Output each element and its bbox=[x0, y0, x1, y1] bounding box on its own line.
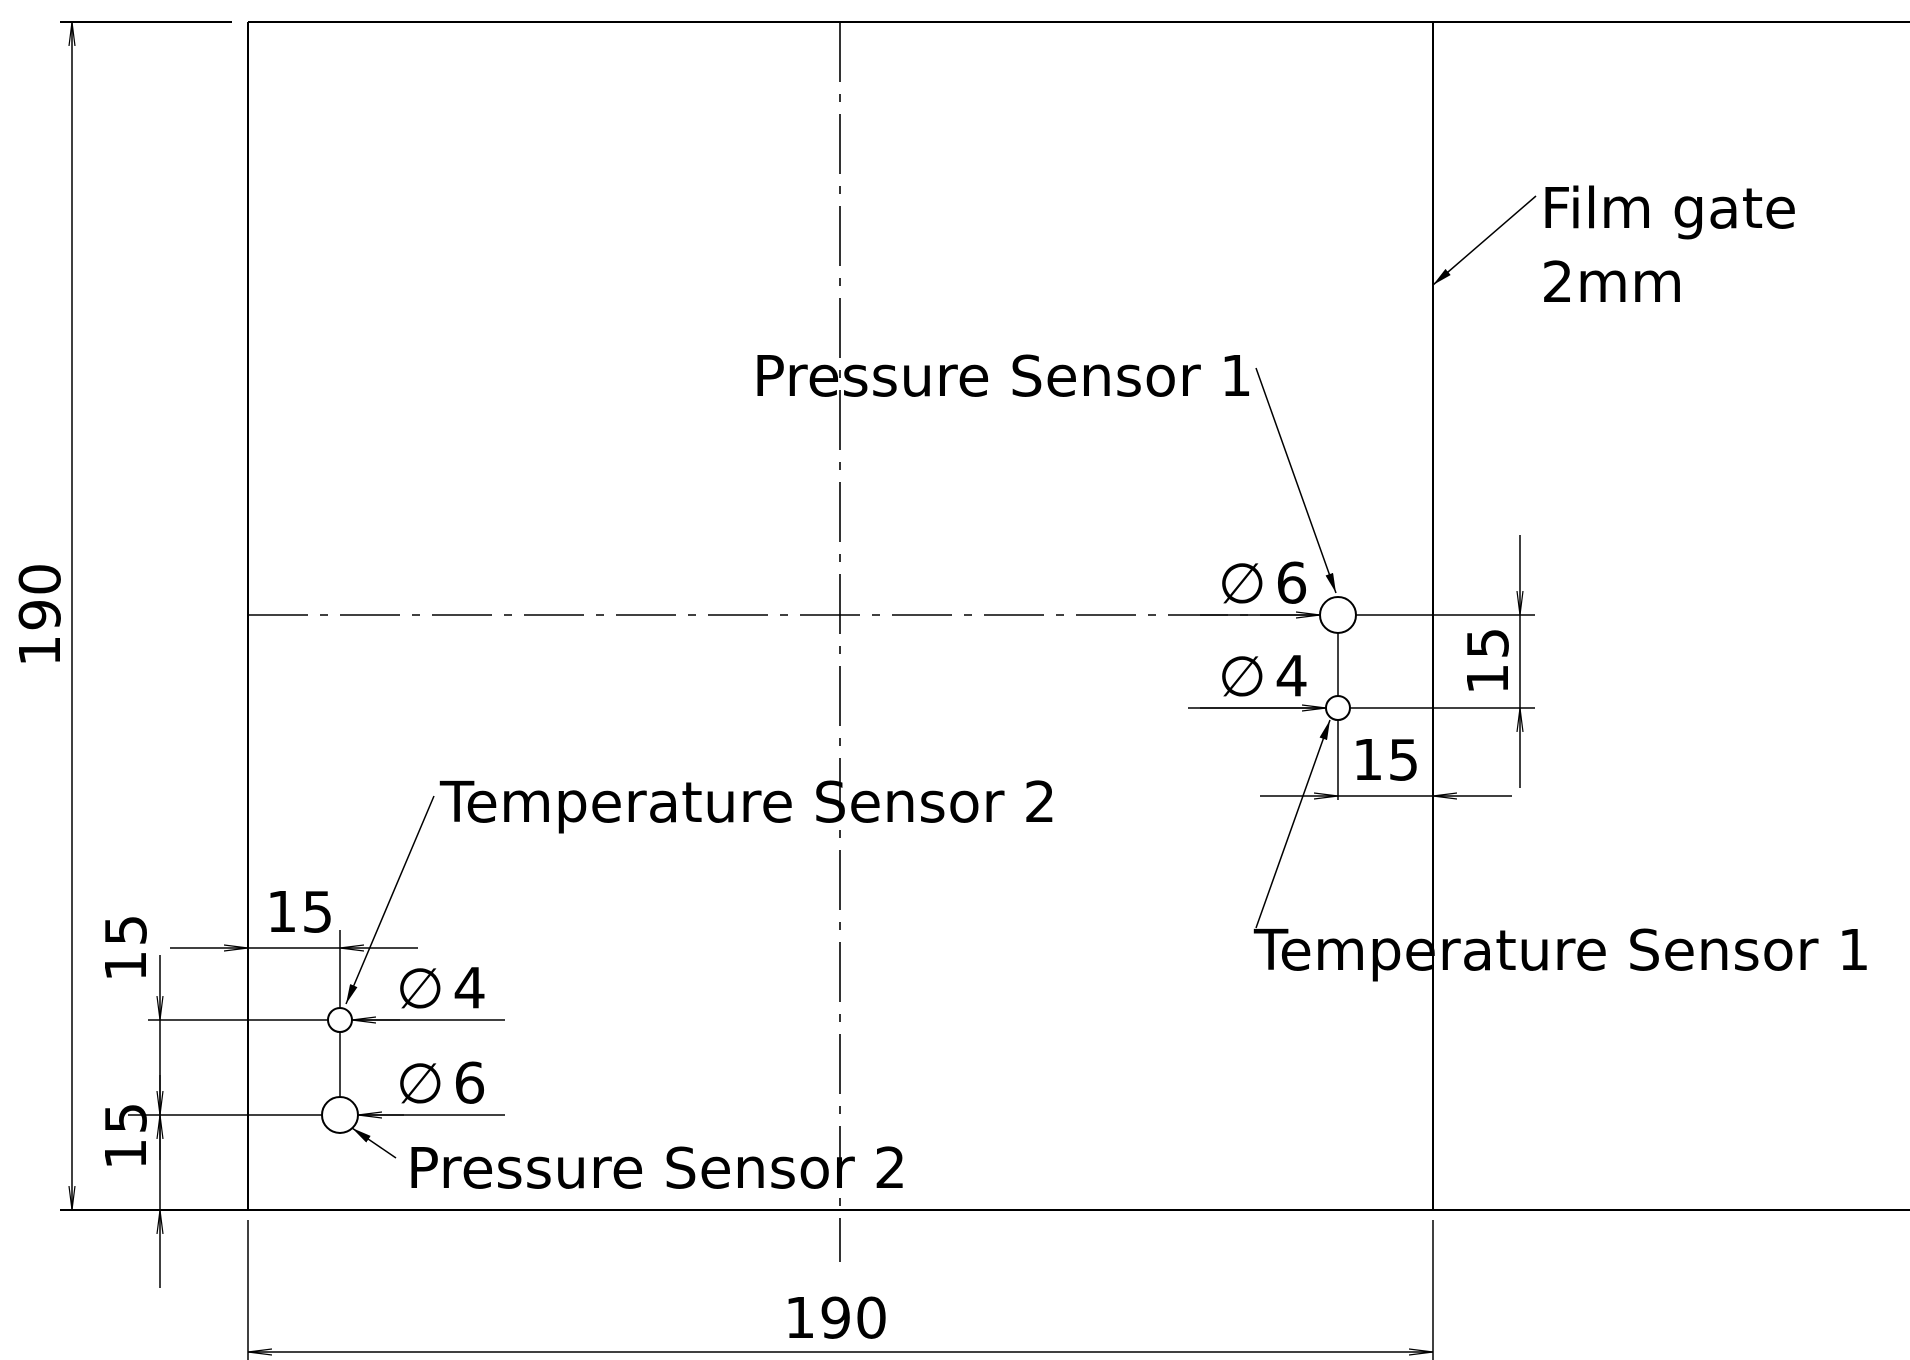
left-horizontal-offset-text: 15 bbox=[264, 881, 335, 946]
plate-outline bbox=[60, 21, 1910, 1211]
ts1-diameter-symbol: ∅ bbox=[1218, 645, 1267, 710]
film-gate-callout: Film gate 2mm bbox=[1432, 177, 1798, 316]
ps1-diameter-text: 6 bbox=[1274, 552, 1310, 617]
ps2-diameter-text: 6 bbox=[452, 1052, 488, 1117]
pressure-sensor-1-label: Pressure Sensor 1 bbox=[752, 345, 1254, 410]
temperature-sensor-1-hole bbox=[1325, 695, 1351, 721]
right-horizontal-offset-text: 15 bbox=[1350, 729, 1421, 794]
overall-height-dimension: 190 bbox=[9, 22, 74, 1210]
pressure-sensor-2-label: Pressure Sensor 2 bbox=[406, 1137, 908, 1202]
temperature-sensor-2-hole bbox=[327, 1007, 353, 1033]
ts1-diameter-text: 4 bbox=[1274, 645, 1310, 710]
ts2-diameter-symbol: ∅ bbox=[396, 957, 445, 1022]
overall-width-dimension: 190 bbox=[247, 1220, 1434, 1360]
overall-height-text: 190 bbox=[9, 562, 74, 669]
temperature-sensor-2-label: Temperature Sensor 2 bbox=[439, 771, 1058, 836]
overall-width-text: 190 bbox=[783, 1287, 890, 1352]
left-sensor-group: ∅ 4 ∅ 6 15 15 15 Temperature Sensor 2 Pr… bbox=[95, 771, 1058, 1288]
film-gate-label-line1: Film gate bbox=[1540, 177, 1798, 242]
film-gate-label-line2: 2mm bbox=[1540, 251, 1685, 316]
pressure-sensor-1-hole bbox=[1319, 596, 1357, 634]
right-sensor-group: ∅ 6 ∅ 4 15 15 Pressure Sensor 1 Temperat… bbox=[752, 345, 1872, 984]
left-upper-vertical-text: 15 bbox=[95, 912, 160, 983]
left-lower-vertical-text: 15 bbox=[95, 1100, 160, 1171]
ts2-diameter-text: 4 bbox=[452, 957, 488, 1022]
right-vertical-spacing-text: 15 bbox=[1457, 625, 1522, 696]
ps2-diameter-symbol: ∅ bbox=[396, 1052, 445, 1117]
center-lines bbox=[248, 22, 1340, 1262]
ps1-diameter-symbol: ∅ bbox=[1218, 552, 1267, 617]
temperature-sensor-1-label: Temperature Sensor 1 bbox=[1253, 919, 1872, 984]
